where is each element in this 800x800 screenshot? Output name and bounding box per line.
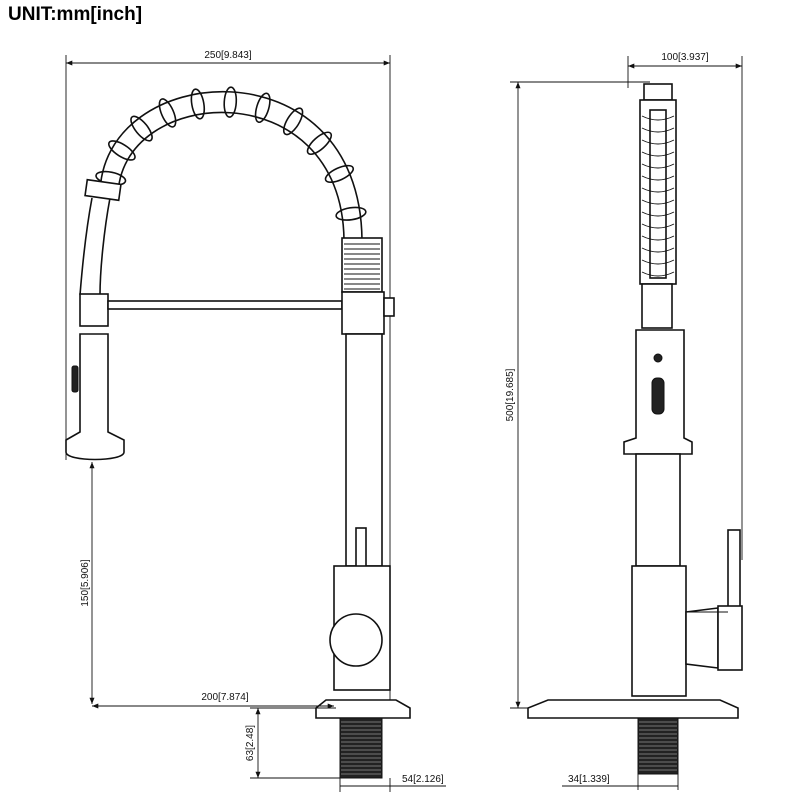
dim-spray-height-label: 150[5.906]: [80, 559, 91, 606]
coil-loop: [282, 107, 304, 136]
threaded-neck: [341, 237, 383, 293]
side-coil-line: [641, 175, 675, 181]
side-coils: [641, 115, 675, 277]
side-coil-line: [641, 127, 675, 133]
side-coil-line: [641, 187, 675, 193]
coil-loop: [324, 164, 355, 184]
front-view: 250[9.843]: [65, 50, 446, 792]
side-shank-threads: [639, 721, 677, 771]
threaded-shank: [339, 717, 383, 779]
side-coil-line: [641, 163, 675, 169]
spring-arc-outer: [99, 90, 363, 241]
side-coil-line: [641, 223, 675, 229]
side-coil-line: [641, 271, 675, 277]
coil-loop: [335, 206, 367, 221]
side-handle-cap: [717, 605, 743, 671]
side-main-column: [635, 453, 681, 567]
side-coil-line: [641, 235, 675, 241]
side-coil-line: [641, 199, 675, 205]
coil-loop: [158, 98, 177, 128]
spring-coils: [95, 86, 367, 221]
dim-reach-label: 200[7.874]: [201, 692, 248, 703]
dim-width-label: 250[9.843]: [204, 50, 251, 61]
handle-hub: [329, 613, 383, 667]
hose-left-outer: [79, 197, 93, 296]
side-coil-line: [641, 139, 675, 145]
side-spray-button-small: [653, 353, 663, 363]
dim-side-depth-label: 100[3.937]: [661, 52, 708, 63]
hose-left-inner: [99, 197, 111, 296]
side-knob: [383, 297, 395, 317]
spring-arc-inner: [117, 111, 345, 241]
coil-loop: [130, 115, 153, 142]
side-coil-line: [641, 151, 675, 157]
dim-total-height-label: 500[19.685]: [505, 368, 516, 421]
sprayer-collar: [84, 178, 122, 202]
side-coil-line: [641, 247, 675, 253]
side-coil-line: [641, 211, 675, 217]
dim-shank-length-label: 63[2.48]: [245, 725, 256, 761]
unit-title: UNIT:mm[inch]: [8, 4, 143, 25]
holder-arm: [107, 300, 343, 310]
sprayer-head: [65, 333, 125, 461]
body-top-block: [341, 291, 385, 335]
neck-threads: [344, 243, 380, 290]
deck-plate: [315, 699, 411, 719]
sprayer-holder-clip: [79, 293, 109, 327]
side-collar: [641, 283, 673, 329]
dim-shank-dia-front-label: 54[2.126]: [402, 774, 444, 785]
side-top-cap: [643, 83, 673, 101]
coil-loop: [108, 140, 136, 161]
side-coil-line: [641, 115, 675, 121]
side-view: 100[3.937] 500[19.685]: [505, 52, 743, 790]
coil-loop: [306, 131, 333, 156]
coil-loop: [223, 86, 238, 118]
coil-loop: [254, 92, 271, 124]
side-coil-line: [641, 259, 675, 265]
sprayer-button: [71, 365, 79, 393]
side-inner-tube: [649, 109, 667, 279]
shank-threads: [341, 721, 381, 775]
side-handle-block: [685, 607, 719, 669]
side-deck-plate: [527, 699, 739, 719]
coil-loop: [190, 88, 206, 120]
dim-shank-dia-side-label: 34[1.339]: [568, 774, 610, 785]
side-spray-button-large: [651, 377, 665, 415]
side-base-body: [631, 565, 687, 697]
